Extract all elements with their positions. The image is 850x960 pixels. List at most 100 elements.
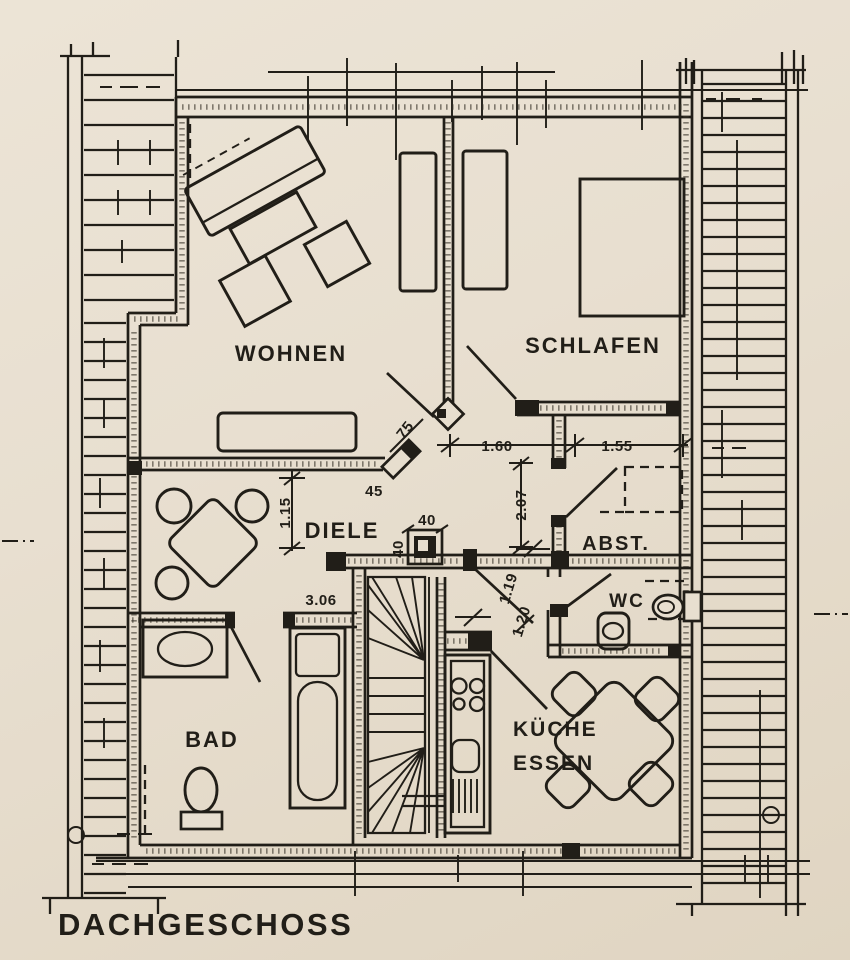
dining-set	[544, 670, 681, 810]
diagonal-wall-hall	[475, 569, 534, 624]
toilet-tank	[179, 810, 224, 831]
door-leaves	[226, 345, 618, 683]
dim-40-left: 40	[390, 540, 407, 558]
drainer-lines	[452, 779, 478, 813]
jamb-schlafen-right	[666, 402, 681, 416]
divider-wall	[442, 117, 455, 403]
door-wohnen	[386, 372, 435, 418]
dim-ticks-horizontal	[440, 434, 693, 457]
wardrobe	[461, 149, 509, 291]
jamb-counter-wall	[468, 632, 492, 650]
sideboard	[216, 411, 358, 453]
jamb-bad-door-right	[283, 614, 295, 627]
wc-left-wall	[546, 568, 562, 657]
divider-cap-square	[430, 396, 466, 432]
abst-left-wall	[551, 415, 567, 560]
outer-wall-lines	[96, 62, 694, 860]
wc-sink	[596, 611, 631, 651]
nook-top-wall	[128, 456, 385, 472]
stove-burner	[452, 697, 466, 711]
diagonal-wall-kitchen	[490, 650, 548, 710]
dim-160: 1.60	[481, 438, 512, 455]
right-band-ticks	[704, 92, 762, 898]
chimney-notch	[418, 540, 428, 551]
nook-table-top	[168, 498, 258, 588]
roof-lines-bottom	[96, 851, 810, 896]
jamb-nook-left	[127, 461, 142, 475]
shower-tray	[294, 632, 341, 678]
room-label-kueche: KÜCHE	[513, 718, 598, 741]
right-band-rungs	[702, 82, 786, 885]
jamb-wc-top	[551, 551, 569, 567]
right-band-post	[762, 806, 780, 824]
roof-ridge-lines	[176, 58, 808, 160]
door-schlafen	[466, 345, 517, 400]
hall-south-wall	[345, 553, 692, 570]
roof-deck-left	[42, 40, 180, 914]
jamb-wc-door	[550, 604, 568, 617]
coffee-table	[228, 190, 318, 266]
jamb-schlafen-door	[515, 400, 539, 416]
armchair	[302, 219, 372, 289]
room-label-abst: ABST.	[582, 533, 650, 555]
armchair-seat	[217, 253, 293, 329]
chimney-outer	[406, 528, 444, 566]
nook-chair	[154, 565, 190, 601]
dim-306: 3.06	[305, 592, 336, 609]
dining-chair	[633, 675, 681, 723]
jamb-45	[379, 437, 423, 481]
wc-toilet-inner	[657, 600, 675, 614]
kitchen-counter	[443, 653, 492, 835]
nook-chair	[155, 487, 193, 525]
sofa-outline	[184, 125, 326, 237]
left-band-rungs-upper	[84, 73, 174, 302]
left-band-bottom-cap	[42, 896, 166, 914]
door-abst	[565, 467, 618, 518]
right-band-rails	[676, 50, 806, 904]
stair-entry-lines	[402, 794, 446, 808]
room-label-diele: DIELE	[305, 518, 380, 543]
bad-top-wall	[128, 611, 235, 629]
ridge-lines	[176, 71, 808, 91]
staircase	[366, 575, 446, 835]
chair-seat	[544, 762, 592, 810]
room-label-wc: WC	[609, 591, 645, 612]
room-label-essen: ESSEN	[513, 752, 594, 775]
living-room-furniture	[182, 125, 372, 453]
schlafen-bottom-wall	[517, 400, 680, 417]
left-band-ticks	[92, 86, 160, 865]
nook-table	[168, 498, 258, 588]
walls-outer	[96, 62, 694, 860]
armchair-seat	[302, 219, 372, 289]
stair-rail	[424, 577, 430, 833]
dim-75: 75	[393, 418, 417, 442]
dim-45: 45	[365, 483, 383, 500]
dimension-marks	[279, 418, 693, 633]
jamb-wc-bottom-right	[668, 646, 681, 657]
jamb-kitchen-bottom	[562, 843, 580, 858]
washbasin-bowl	[156, 630, 214, 668]
jamb-abst-door-top	[551, 458, 566, 469]
sofa-dash	[182, 137, 251, 176]
wc-toilet-tank	[682, 590, 703, 623]
counter-inner	[449, 659, 486, 829]
wardrobe	[398, 151, 438, 293]
bottom-roof-lines	[96, 860, 810, 888]
dim-207: 2.07	[513, 489, 530, 520]
jamb-hall-left	[326, 552, 346, 571]
stove-burner	[468, 677, 486, 695]
dim-155: 1.55	[601, 438, 632, 455]
coffee-table-top	[228, 190, 318, 266]
roof-deck-right	[676, 50, 806, 916]
chair-seat	[633, 675, 681, 723]
stair-winders-bottom	[367, 747, 425, 834]
nook-chair	[234, 488, 270, 524]
bed	[578, 177, 686, 318]
wc-toilet-bowl	[651, 593, 685, 621]
dim-ticks-chimney	[401, 524, 449, 534]
washbasin-counter	[141, 618, 229, 679]
kitchen-sink	[450, 738, 481, 774]
dim-119: 1.19	[496, 571, 521, 606]
dim-line-115	[279, 471, 305, 556]
